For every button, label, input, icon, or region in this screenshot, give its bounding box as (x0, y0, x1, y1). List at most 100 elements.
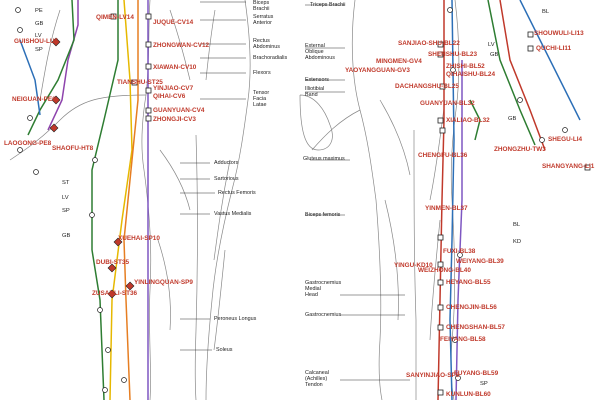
point-label-dubi-st35: DUBI-ST35 (96, 259, 130, 266)
meridian-label-kd: KD (513, 239, 522, 245)
meridian-gb-front-line (27, 0, 75, 136)
muscle-label-tensor-facia-latae: Tensor Facia Latae (253, 90, 270, 109)
acupoint-diamonds (49, 37, 135, 299)
point-label-juque-cv14: JUQUE-CV14 (153, 19, 194, 26)
point-label-mingmen-gv4: MINGMEN-GV4 (376, 58, 422, 65)
point-marker-li13 (527, 31, 534, 38)
point-label-shouwuli-li13: SHOUWULI-LI13 (534, 30, 584, 37)
point-marker-bl60 (437, 389, 444, 396)
point-label-yinlingquan-sp9: YINLINGQUAN-SP9 (134, 279, 193, 286)
point-label-shaofu-ht8: SHAOFU-HT8 (52, 145, 94, 152)
point-label-xiawan-cv10: XIAWAN-CV10 (153, 64, 197, 71)
muscle-label-sartorious: Sartorious (214, 176, 239, 182)
point-label-weizhong-bl40: WEIZHONG-BL40 (418, 267, 471, 274)
meridian-bl-inner-line (437, 0, 445, 400)
point-marker-xiawan (145, 63, 152, 70)
point-marker-yinjiao (145, 87, 152, 94)
meridian-label-st: ST (62, 180, 70, 186)
point-marker-bl25 (439, 83, 446, 90)
point-label-chengfu-bl36: CHENGFU-BL36 (418, 152, 468, 159)
point-label-chengshan-bl57: CHENGSHAN-BL57 (446, 324, 505, 331)
meridian-label-lv-lower: LV (62, 195, 69, 201)
point-marker-bl55 (437, 279, 444, 286)
meridian-li-back-line (499, 0, 546, 151)
point-label-neiguan-pe6: NEIGUAN-PE6 (12, 96, 56, 103)
meridian-label-gb-hip: GB (508, 116, 517, 122)
meridian-label-lv: LV (35, 33, 42, 39)
point-marker-bl32 (437, 117, 444, 124)
point-label-qihaishu-bl24: QIHAISHU-BL24 (446, 71, 496, 78)
point-marker-bl36 (439, 127, 446, 134)
meridian-bl-outer-line (449, 0, 455, 400)
point-label-weiyang-bl39: WEIYANG-BL39 (456, 258, 504, 265)
meridian-gb-hip-line (469, 99, 481, 141)
point-marker-bl22 (437, 41, 444, 48)
leader-lines (180, 1, 410, 381)
point-label-guanyuan-bl32: GUANYUAN-BL32 (420, 100, 475, 107)
muscle-label-biceps-brachii: Biceps Brachii (253, 0, 270, 13)
muscle-label-flexors: Flexors (253, 70, 271, 76)
point-label-xialiao-bl32: XIALIAO-BL32 (446, 117, 490, 124)
point-label-zusanli-st36: ZUSANLI-ST36 (92, 290, 138, 297)
muscle-label-gastrocnemius: Gastrocnemius (305, 312, 342, 318)
point-label-sanyinjiao-sp6: SANYINJIAO-SP6 (406, 372, 460, 379)
point-label-sanjiao-shu-bl22: SANJIAO-SHU-BL22 (398, 40, 460, 47)
point-label-guanyuan-cv4: GUANYUAN-CV4 (153, 107, 205, 114)
point-marker-bl56 (437, 304, 444, 311)
muscle-label-gluteus-maximus: Gluteus maximus (303, 156, 345, 162)
point-label-qimen-lv14: QIMEN-LV14 (96, 14, 134, 21)
meridian-label-sp-lower: SP (62, 208, 70, 214)
muscle-label-illiotibial-band: Illiotibial Band (305, 86, 325, 99)
meridian-lu-front-line (19, 39, 41, 116)
point-label-feiyang-bl58: FEIYANG-BL58 (440, 336, 486, 343)
muscle-label-peroneus-longus: Peroneus Longus (214, 316, 257, 322)
point-label-dachangshu-bl25: DACHANGSHU-BL25 (395, 83, 459, 90)
point-marker-li1 (584, 164, 591, 171)
meridian-kd-back-line (455, 60, 463, 400)
muscle-label-rectus-femoris: Rectus Femoris (218, 190, 256, 196)
meridian-lv-front-line (91, 0, 119, 400)
muscle-label-calcaneal-tendon: Calcaneal (Achilles) Tendon (305, 370, 329, 389)
point-label-xuehai-sp10: XUEHAI-SP10 (118, 235, 160, 242)
meridian-label-gb-lower: GB (62, 233, 71, 239)
point-marker-zusanli (107, 289, 117, 299)
meridian-label-gb-back: GB (490, 52, 499, 58)
point-label-fuxi-bl38: FUXI-BL38 (443, 248, 476, 255)
point-marker-yinlingquan (125, 281, 135, 291)
point-label-yinmen-bl37: YINMEN-BL37 (425, 205, 468, 212)
point-marker-shaofu (49, 123, 59, 133)
back-body-outline (299, 0, 460, 400)
point-label-quchi-li11: QUCHI-LI11 (536, 45, 572, 52)
point-marker-zhongji (145, 115, 152, 122)
muscle-label-serratus-anterior: Serratus Anterior (253, 14, 274, 27)
point-marker-guishou (51, 37, 61, 47)
point-marker-guanyuan (145, 107, 152, 114)
point-label-yingu-kd10: YINGU-KD10 (394, 262, 433, 269)
point-marker-bl23 (437, 51, 444, 58)
point-label-zhongji-cv3: ZHONGJI-CV3 (153, 116, 196, 123)
point-label-qihai-cv6: QIHAI-CV6 (153, 93, 186, 100)
acupoint-circles (15, 7, 568, 393)
point-label-yaoyangguan-gv3: YAOYANGGUAN-GV3 (345, 67, 410, 74)
point-marker-bl40 (437, 261, 444, 268)
meridian-sp-front-line (109, 0, 133, 400)
meridian-label-bl: BL (542, 9, 550, 15)
meridian-gb-back-line (487, 0, 536, 146)
point-marker-neiguan (51, 95, 61, 105)
muscle-label-brachoradialis: Brachoradialis (253, 55, 288, 61)
muscle-label-triceps-brachii: Triceps Brachii (310, 2, 346, 8)
front-body-outline (9, 0, 251, 400)
point-label-fuyang-bl59: FUYANG-BL59 (454, 370, 499, 377)
muscle-label-adductors: Adductors (214, 160, 239, 166)
point-label-heyang-bl55: HEYANG-BL55 (446, 279, 491, 286)
point-marker-bl37 (437, 234, 444, 241)
point-label-shegu-li4: SHEGU-LI4 (548, 136, 583, 143)
point-marker-tianshu (131, 79, 138, 86)
point-label-kunlun-bl60: KUNLUN-BL60 (446, 391, 491, 398)
meridian-label-sp: SP (35, 47, 43, 53)
muscle-label-extensors: Extensors (305, 77, 329, 83)
